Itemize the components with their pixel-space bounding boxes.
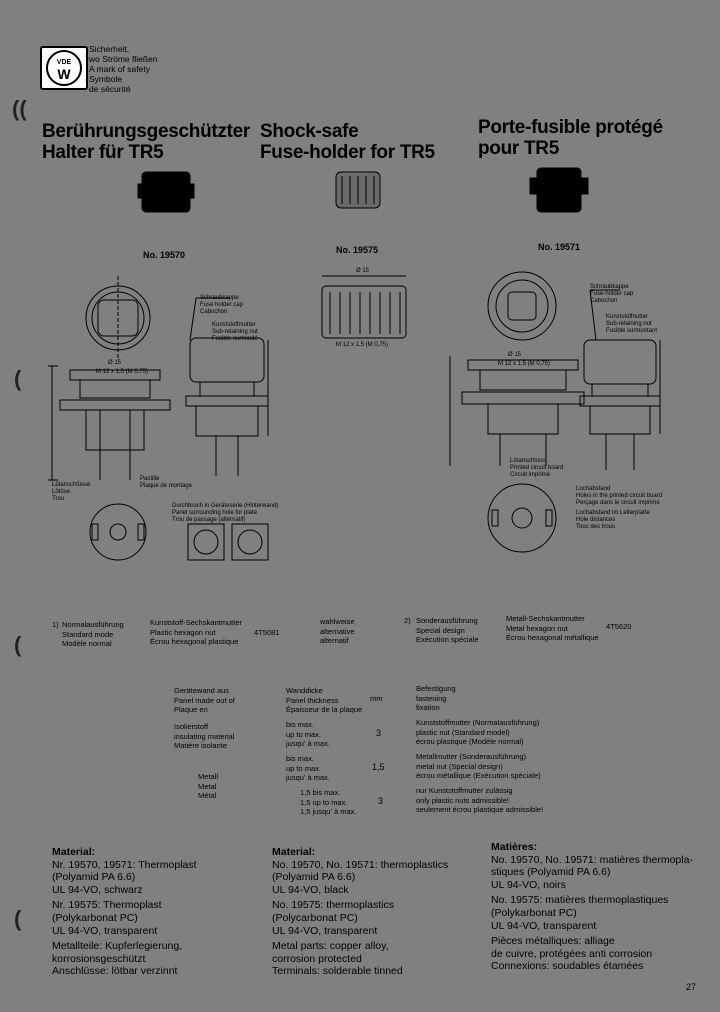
safety-line: Symbole: [89, 74, 123, 84]
callout-group-right: Schraubkappe Fuse-holder cap Cabochon: [590, 284, 634, 304]
binding-hole-mark: ((: [12, 96, 27, 121]
callout-group-left: Pastille Plaque de montage: [140, 476, 193, 489]
dim-label: Ø 15: [508, 352, 522, 358]
dim-label: Ø 15: [108, 360, 122, 366]
spec-row-thickness: bis max.up to max.jusqu' à max.: [286, 754, 330, 782]
spec-row-value: 1,5: [372, 762, 385, 772]
spec-row-thickness: 1,5 bis max.1,5 up to max.1,5 jusqu' à m…: [300, 788, 357, 816]
binding-hole-mark: (: [14, 632, 22, 657]
product-photo-19571: [529, 167, 589, 213]
callout-group-left: Kunststoffmutter Sub-retaining nut Fusib…: [212, 322, 258, 342]
safety-line: A mark of safety: [89, 64, 150, 74]
binding-hole-mark: (: [14, 906, 22, 931]
note-1-code: 4T5081: [254, 628, 280, 637]
footer-french: Matières: No. 19570, No. 19571: matières…: [491, 841, 693, 973]
spec-col2-unit: mm: [370, 694, 383, 703]
dim-label: M 12 x 1,5 (M 0,75): [498, 361, 551, 367]
vde-logo: VDE W: [40, 46, 88, 90]
safety-line: Sicherheit,: [89, 44, 130, 54]
dim-label: Ø 15: [356, 268, 370, 274]
product-number: No. 19575: [336, 245, 379, 255]
callout-group-left: Schraubkappe Fuse holder cap Cabochon: [200, 295, 244, 315]
callout-group-right: Kunststoffnutter Sub-retaining nut Fusib…: [606, 314, 658, 334]
safety-mark-text: Sicherheit, wo Ströme fließen A mark of …: [89, 44, 158, 94]
callout-group-right: Lochabstand im Leiterplatte Hole distanc…: [576, 510, 650, 530]
dim-label: M 12 x 1,5 (M 0,75): [336, 342, 389, 348]
product-photo-19575: [335, 171, 381, 209]
safety-line: de sécurité: [89, 84, 131, 94]
dim-label: M 12 x 1,5 (M 0,75): [96, 369, 149, 375]
svg-text:W: W: [57, 66, 71, 82]
svg-text:VDE: VDE: [57, 59, 72, 66]
spec-row-thickness: bis max.up to max.jusqu' à max.: [286, 720, 330, 748]
callout-group-left: Lötanschlüsse Lötöse Trou: [52, 482, 91, 502]
spec-row-value: 3: [378, 796, 384, 806]
product-number: No. 19571: [538, 242, 581, 252]
footer-german: Material: Nr. 19570, 19571: Thermoplast …: [52, 846, 197, 978]
callout-group-right: Lochabstand Holes in the printed circuit…: [576, 486, 663, 506]
binding-hole-mark: (: [14, 366, 22, 391]
note-1-number: 1): [52, 620, 59, 629]
product-photo-19570: [137, 171, 195, 213]
spec-row-value: 3: [376, 728, 382, 738]
page-number: 27: [686, 982, 697, 992]
safety-line: wo Ströme fließen: [89, 54, 158, 64]
spec-row-fastening: Metallmutter (Sonderausführung)metal nut…: [416, 752, 541, 780]
callout-group-left: Durchbruch in Geräteserie (Hinterwand) P…: [172, 503, 279, 523]
product-number: No. 19570: [143, 250, 186, 260]
note-2-number: 2): [404, 616, 411, 625]
callout-group-right: Lötanschluss Printed circuit board Circu…: [510, 458, 564, 478]
note-2-code: 4T5620: [606, 622, 632, 631]
spec-row-fastening: Kunststoffmutter (Normalausführung)plast…: [416, 718, 540, 746]
footer-english: Material: No. 19570, No. 19571: thermopl…: [272, 846, 449, 978]
